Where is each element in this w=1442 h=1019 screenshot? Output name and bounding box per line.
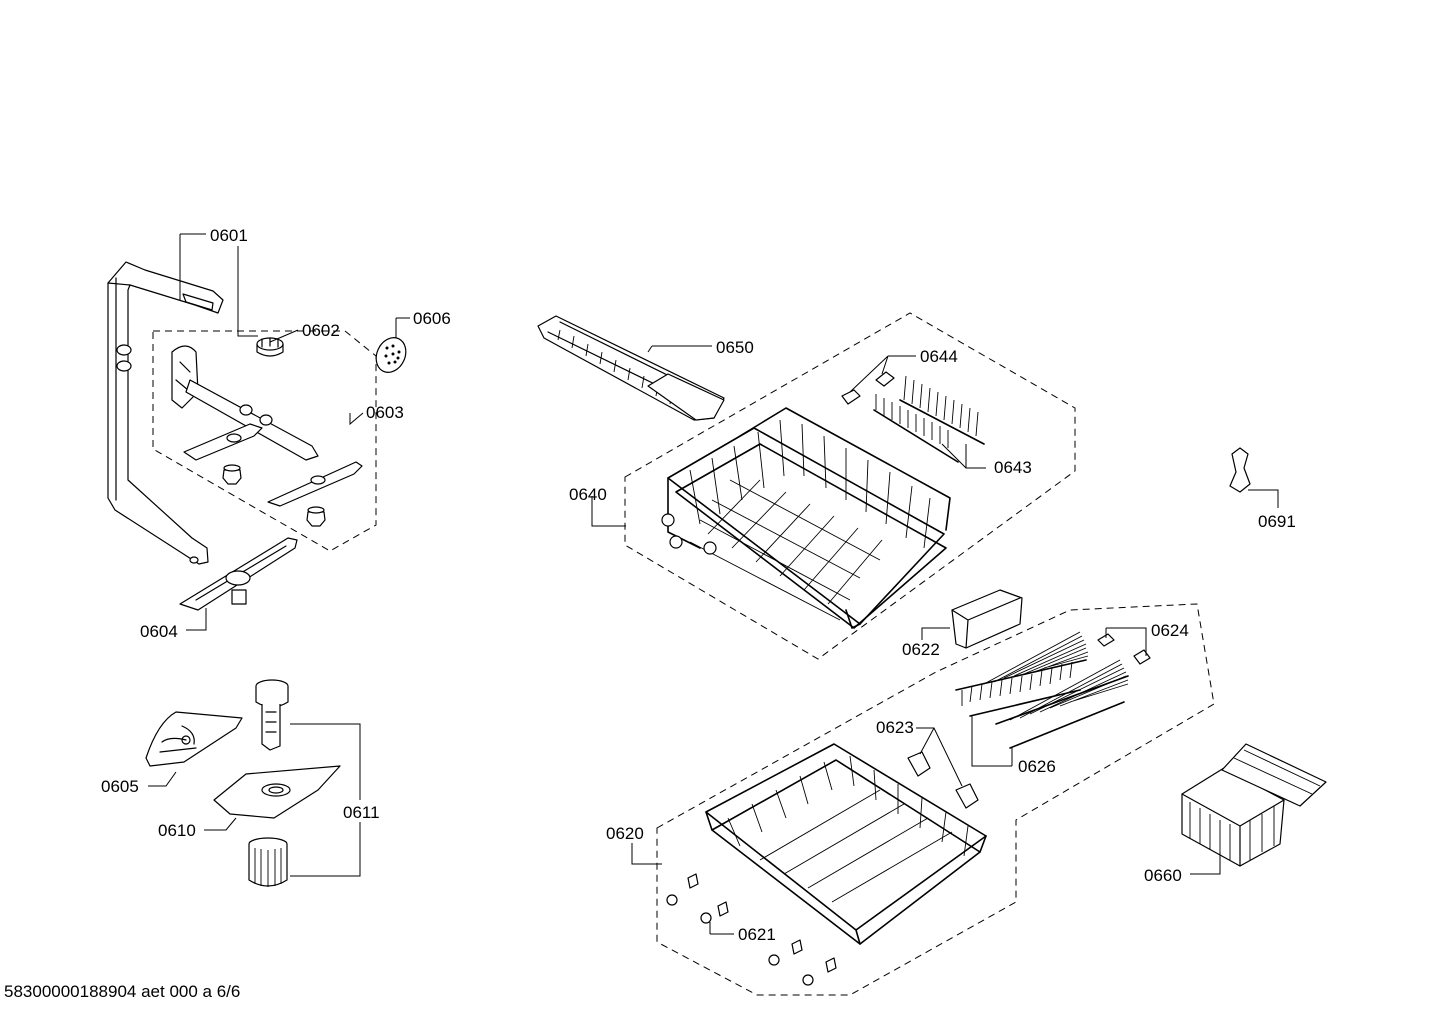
- label-0640: 0640: [569, 485, 607, 504]
- supply-pipe-0601: [107, 261, 224, 565]
- disc-0606: [375, 337, 407, 373]
- clip-0644: [841, 371, 895, 405]
- leader-0606: [395, 317, 410, 338]
- leader-0603: [349, 412, 364, 426]
- leader-0610: [204, 817, 237, 831]
- leader-0611: [290, 723, 361, 877]
- label-0691: 0691: [1258, 512, 1296, 531]
- clip-0624: [1097, 633, 1151, 665]
- cutlery-basket-0660: [1181, 743, 1327, 867]
- filter-0611: [255, 679, 289, 751]
- label-0650: 0650: [716, 338, 754, 357]
- cover-0605: [145, 711, 243, 767]
- label-0610: 0610: [158, 821, 196, 840]
- leader-0643: [941, 443, 986, 469]
- clip-0623: [907, 751, 979, 809]
- label-0622: 0622: [902, 640, 940, 659]
- shelf-0622: [951, 589, 1023, 649]
- leader-0601: [179, 233, 258, 337]
- leader-0604: [186, 608, 207, 631]
- group-outline-0603: [152, 330, 377, 552]
- leader-0623: [916, 727, 963, 787]
- wheels-0621: [687, 873, 837, 973]
- leader-0605: [148, 771, 177, 787]
- leader-0626: [971, 716, 1013, 767]
- group-outline-0620: [656, 603, 1215, 996]
- label-0603: 0603: [366, 403, 404, 422]
- rack-insert-0643: [873, 375, 985, 463]
- tray-0650: [537, 315, 725, 421]
- leader-0650: [647, 345, 712, 353]
- label-0604: 0604: [140, 622, 178, 641]
- leader-0602: [269, 329, 299, 343]
- leader-0622: [921, 627, 950, 640]
- leader-0644: [849, 355, 916, 393]
- leader-0691: [1248, 489, 1279, 508]
- label-0644: 0644: [920, 347, 958, 366]
- label-0601: 0601: [210, 226, 248, 245]
- lower-basket-0620: [666, 743, 987, 986]
- label-0624: 0624: [1151, 621, 1189, 640]
- label-0620: 0620: [606, 824, 644, 843]
- leader-0621: [709, 922, 734, 935]
- label-0660: 0660: [1144, 866, 1182, 885]
- clip-0691: [1229, 447, 1251, 493]
- label-0606: 0606: [413, 309, 451, 328]
- upper-basket-0640: [661, 407, 951, 629]
- micro-filter: [248, 837, 288, 887]
- spray-arm-assembly-0603: [171, 345, 363, 527]
- label-0623: 0623: [876, 718, 914, 737]
- label-0621: 0621: [738, 925, 776, 944]
- document-footer-id: 58300000188904 aet 000 a 6/6: [4, 982, 241, 1001]
- leader-0640: [591, 496, 626, 527]
- leader-0624: [1105, 627, 1147, 656]
- label-0611: 0611: [343, 803, 380, 822]
- label-0643: 0643: [994, 458, 1032, 477]
- label-0602: 0602: [302, 321, 340, 340]
- label-0605: 0605: [101, 777, 139, 796]
- leader-0620: [631, 843, 662, 865]
- lower-spray-arm-0604: [179, 537, 298, 611]
- tine-rack-0626: [955, 631, 1129, 749]
- label-0626: 0626: [1018, 757, 1056, 776]
- plate-0610: [213, 765, 341, 819]
- nut-0602: [256, 337, 284, 357]
- group-outline-0640: [624, 312, 1076, 660]
- leader-0660: [1190, 852, 1221, 875]
